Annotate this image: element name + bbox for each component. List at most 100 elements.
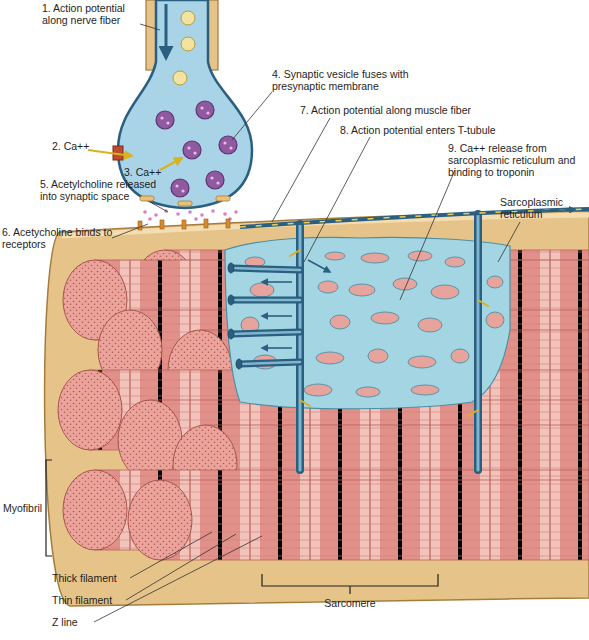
tubule-arrow xyxy=(308,260,330,272)
part-label: Z line xyxy=(52,616,112,628)
reticulum-gap xyxy=(445,257,465,267)
acetylcholine-dot xyxy=(154,213,158,217)
part-label: Sarcomere xyxy=(305,597,395,609)
calcium-arrow xyxy=(88,150,132,156)
t-tubule-lumen xyxy=(232,332,300,334)
acetylcholine-dot xyxy=(223,212,227,216)
leader-line xyxy=(272,118,330,222)
reticulum-gap xyxy=(316,352,344,364)
synaptic-vesicle xyxy=(183,141,201,159)
t-tubule-branch xyxy=(232,297,300,304)
sarcoplasmic-reticulum xyxy=(225,237,510,408)
reticulum-gap xyxy=(361,253,389,263)
leader-line xyxy=(232,92,272,140)
callout-label: 9. Ca++ release from sarcoplasmic reticu… xyxy=(448,142,583,178)
reticulum-gap xyxy=(318,281,338,293)
acetylcholine-dot xyxy=(200,213,204,217)
part-label: Thin filament xyxy=(52,594,142,606)
part-label: Sarcoplasmic reticulum xyxy=(500,196,585,220)
leader-line xyxy=(112,224,148,238)
callout-label: 2. Ca++ xyxy=(52,140,102,152)
acetylcholine-dot xyxy=(176,212,180,216)
axon-granule xyxy=(181,37,195,51)
active-zone xyxy=(178,201,192,206)
myofibril-end xyxy=(118,400,182,480)
callout-label: 4. Synaptic vesicle fuses with presynapt… xyxy=(272,68,417,92)
t-tubule-branch xyxy=(232,332,300,334)
nerve-terminal xyxy=(118,0,252,208)
myofibril-bracket xyxy=(46,460,52,556)
leader-line xyxy=(126,534,236,600)
leader-line xyxy=(304,137,370,262)
reticulum-gap xyxy=(371,312,399,324)
tubule-arrow xyxy=(262,347,292,349)
tubule-arrow xyxy=(262,315,292,317)
callout-label: 8. Action potential enters T-tubule xyxy=(340,124,580,136)
calcium-mark xyxy=(290,250,300,256)
reticulum-gap xyxy=(325,252,345,260)
acetylcholine-dot xyxy=(223,141,226,144)
acetylcholine-dot xyxy=(143,210,147,214)
active-zone xyxy=(140,196,154,201)
calcium-mark xyxy=(468,410,478,416)
acetylcholine-dot xyxy=(193,151,196,154)
myofibril-body xyxy=(160,480,589,560)
nerve-action-potential xyxy=(165,4,168,58)
reticulum-gap xyxy=(304,384,332,396)
axon-granule xyxy=(173,71,187,85)
acetylcholine-dot xyxy=(216,181,219,184)
tubule-arrow xyxy=(262,281,292,283)
acetylcholine-dot xyxy=(166,121,169,124)
reticulum-gap xyxy=(487,276,503,288)
tubule-opening xyxy=(228,329,234,339)
myofibril-end xyxy=(63,470,127,550)
synaptic-vesicle xyxy=(206,171,224,189)
t-tubule-lumen xyxy=(240,362,300,364)
leader-line xyxy=(94,536,262,622)
calcium-mark xyxy=(478,300,488,306)
reticulum-gap xyxy=(349,284,375,296)
callout-label: 7. Action potential along muscle fiber xyxy=(300,104,540,116)
acetylcholine-dot xyxy=(175,184,178,187)
t-tubule xyxy=(296,224,304,470)
acetylcholine-dot xyxy=(188,210,192,214)
leader-line xyxy=(140,24,160,30)
calcium-arrow xyxy=(160,158,182,170)
reticulum-gap xyxy=(411,385,439,395)
leader-line xyxy=(400,170,455,300)
reticulum-gap xyxy=(330,315,350,329)
reticulum-gap xyxy=(418,318,442,332)
tubule-opening xyxy=(236,359,242,369)
synaptic-vesicle xyxy=(196,101,214,119)
axon-granule xyxy=(181,11,195,25)
acetylcholine-receptor xyxy=(182,220,186,229)
leader-line xyxy=(130,532,212,578)
acetylcholine-dot xyxy=(211,209,215,213)
propagation-arrow xyxy=(540,210,575,212)
reticulum-gap xyxy=(451,349,469,363)
synaptic-vesicle xyxy=(156,111,174,129)
t-tubule xyxy=(474,214,482,470)
reticulum-gap xyxy=(368,349,388,363)
t-tubule-lumen xyxy=(477,214,480,470)
acetylcholine-dot xyxy=(210,176,213,179)
part-label: Myofibril xyxy=(3,502,48,514)
acetylcholine-dot xyxy=(234,210,238,214)
t-tubule-branch xyxy=(232,268,300,270)
acetylcholine-dot xyxy=(200,106,203,109)
leader-line xyxy=(150,202,168,212)
acetylcholine-dot xyxy=(148,217,152,221)
reticulum-gap xyxy=(486,312,504,328)
callout-label: 1. Action potential along nerve fiber xyxy=(42,2,142,26)
acetylcholine-dot xyxy=(194,217,198,221)
t-tubule-lumen xyxy=(299,224,302,470)
myofibril-end xyxy=(128,480,192,560)
acetylcholine-dot xyxy=(187,146,190,149)
acetylcholine-receptor xyxy=(160,220,164,229)
part-label: Thick filament xyxy=(52,572,142,584)
calcium-mark xyxy=(300,400,310,406)
t-tubule-lumen xyxy=(232,268,300,270)
